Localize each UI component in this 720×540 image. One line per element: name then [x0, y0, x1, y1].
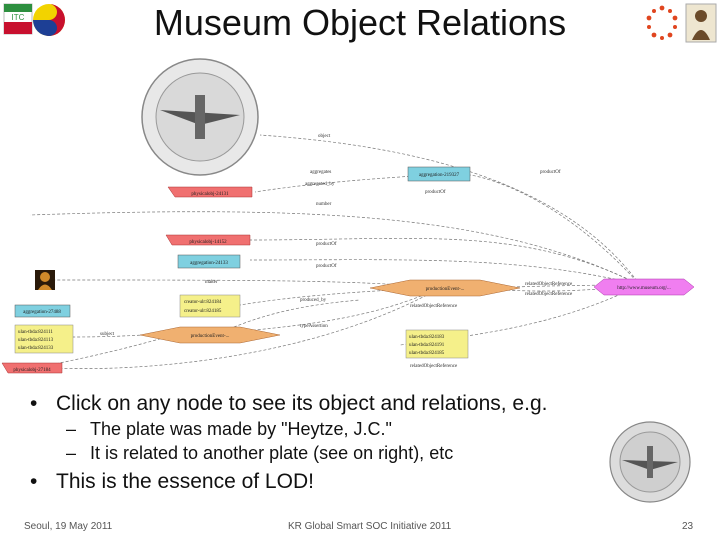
- edge-label: typeAssertion: [300, 324, 328, 329]
- node-label: creator-ulr:824184: [184, 300, 222, 305]
- edge-label: aggregated_by: [305, 182, 335, 187]
- edge-label: subject: [100, 332, 115, 337]
- footer-date: Seoul, 19 May 2011: [24, 521, 113, 532]
- graph-node-list[interactable]: creator-ulr:824184 creator-ulr:824185: [179, 294, 241, 318]
- edge-label: number: [316, 202, 332, 207]
- person-image-node[interactable]: [35, 270, 55, 290]
- graph-node[interactable]: physicalobj-24131: [167, 186, 253, 198]
- node-label: ulan-tbda:824191: [409, 343, 445, 348]
- sub-bullet-item: – The plate was made by "Heytze, J.C.": [66, 419, 670, 440]
- edge-label: productOf: [316, 242, 337, 247]
- bullet-item: • Click on any node to see its object an…: [30, 392, 670, 416]
- node-label: ulan-tbda:824185: [409, 351, 445, 356]
- graph-node[interactable]: physicalobj-27184: [1, 362, 63, 374]
- itc-logo-icon: ITC: [3, 3, 65, 36]
- edge-label: produced_by: [300, 298, 327, 303]
- graph-node[interactable]: aggregation-24133: [177, 254, 241, 269]
- sub-bullet-text: The plate was made by "Heytze, J.C.": [90, 419, 392, 439]
- node-label: aggregation-219327: [419, 173, 460, 178]
- graph-node[interactable]: physicalobj-14152: [165, 234, 251, 246]
- bullet-icon: •: [30, 392, 38, 415]
- edge-label: object: [318, 134, 331, 139]
- bullet-text: This is the essence of LOD!: [56, 470, 314, 493]
- plate-image-node[interactable]: [141, 58, 259, 176]
- organization-logo-left: ITC: [2, 0, 72, 40]
- footer-event: KR Global Smart SOC Initiative 2011: [288, 521, 452, 532]
- edge-label: relatedObjectReference: [525, 292, 573, 297]
- slide-title: Museum Object Relations: [153, 2, 567, 43]
- graph-node-list[interactable]: ulan-tbda:824111 ulan-tbda:824113 ulan-t…: [14, 324, 74, 354]
- plate-photo: [608, 420, 692, 504]
- node-label: aggregation-27488: [23, 310, 61, 315]
- edge-label: productOf: [316, 264, 337, 269]
- node-label: productionEvent-...: [426, 287, 465, 292]
- edge-labels: object aggregates aggregated_by productO…: [100, 134, 573, 369]
- node-label: physicalobj-24131: [191, 192, 229, 197]
- itc-badge-text: ITC: [12, 13, 25, 22]
- node-label: ulan-tbda:824111: [18, 330, 53, 335]
- edge-label: aggregates: [310, 170, 331, 175]
- plate-seal-icon: [609, 421, 691, 503]
- graph-node[interactable]: aggregation-27488: [14, 304, 71, 318]
- graph-node[interactable]: aggregation-219327: [407, 166, 471, 182]
- sub-bullet-item: – It is related to another plate (see on…: [66, 443, 670, 464]
- graph-node[interactable]: http://www.museum.org/...: [593, 278, 695, 296]
- node-label: http://www.museum.org/...: [617, 286, 671, 291]
- edge-label: productOf: [425, 190, 446, 195]
- sub-bullet-text: It is related to another plate (see on r…: [90, 443, 454, 463]
- edge-label: productOf: [540, 170, 561, 175]
- node-label: ulan-tbda:824183: [409, 335, 445, 340]
- relations-graph-svg[interactable]: object aggregates aggregated_by productO…: [0, 55, 720, 375]
- node-label: productionEvent-...: [191, 334, 230, 339]
- bullet-icon: •: [30, 470, 38, 493]
- edge-label: relatedObjectReference: [410, 304, 458, 309]
- edge-label: relatedObjectReference: [525, 282, 573, 287]
- node-label: physicalobj-14152: [189, 240, 227, 245]
- node-label: creator-ulr:824185: [184, 309, 222, 314]
- relations-graph[interactable]: object aggregates aggregated_by productO…: [0, 55, 720, 375]
- dash-icon: –: [66, 443, 77, 463]
- node-label: aggregation-24133: [190, 261, 228, 266]
- node-label: ulan-tbda:824133: [18, 346, 54, 351]
- bullet-list: • Click on any node to see its object an…: [30, 392, 670, 494]
- graph-node[interactable]: productionEvent-...: [369, 279, 521, 297]
- organization-logo-right: [640, 2, 718, 44]
- bullet-item: • This is the essence of LOD!: [30, 470, 670, 494]
- edge-label: relatedObjectReference: [410, 364, 458, 369]
- node-label: ulan-tbda:824113: [18, 338, 54, 343]
- graph-node[interactable]: productionEvent-...: [139, 326, 281, 344]
- bullet-text: Click on any node to see its object and …: [56, 392, 548, 415]
- dash-icon: –: [66, 419, 77, 439]
- slide-number: 23: [682, 521, 694, 532]
- graph-node-list[interactable]: ulan-tbda:824183 ulan-tbda:824191 ulan-t…: [405, 329, 469, 359]
- dotted-circle-logo-icon: [646, 3, 717, 43]
- node-label: physicalobj-27184: [13, 368, 51, 373]
- edge-label: maker: [205, 280, 218, 285]
